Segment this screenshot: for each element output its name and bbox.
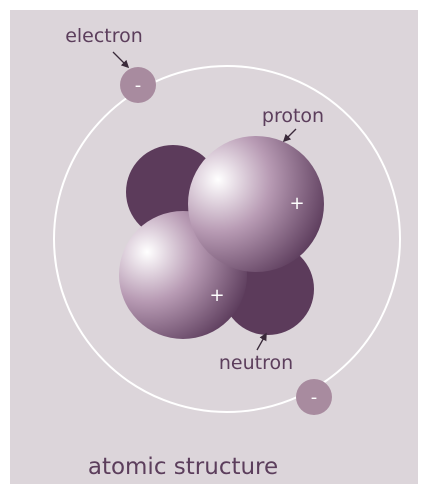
proton-arrow	[282, 128, 297, 143]
proton-top	[188, 136, 324, 272]
electron-bottom	[296, 379, 332, 415]
neutron-label: neutron	[219, 352, 293, 374]
proton-bottom-charge-sign: +	[209, 285, 224, 306]
proton-label: proton	[262, 105, 324, 127]
electron-top-charge-sign: -	[135, 75, 142, 96]
neutron-arrow	[256, 332, 267, 351]
electron-arrow	[112, 51, 130, 69]
electron-label: electron	[65, 25, 143, 47]
electron-top	[120, 67, 156, 103]
diagram-title: atomic structure	[88, 454, 278, 480]
proton-top-charge-sign: +	[289, 193, 304, 214]
electron-bottom-charge-sign: -	[311, 387, 318, 408]
electron-orbit	[53, 65, 401, 413]
